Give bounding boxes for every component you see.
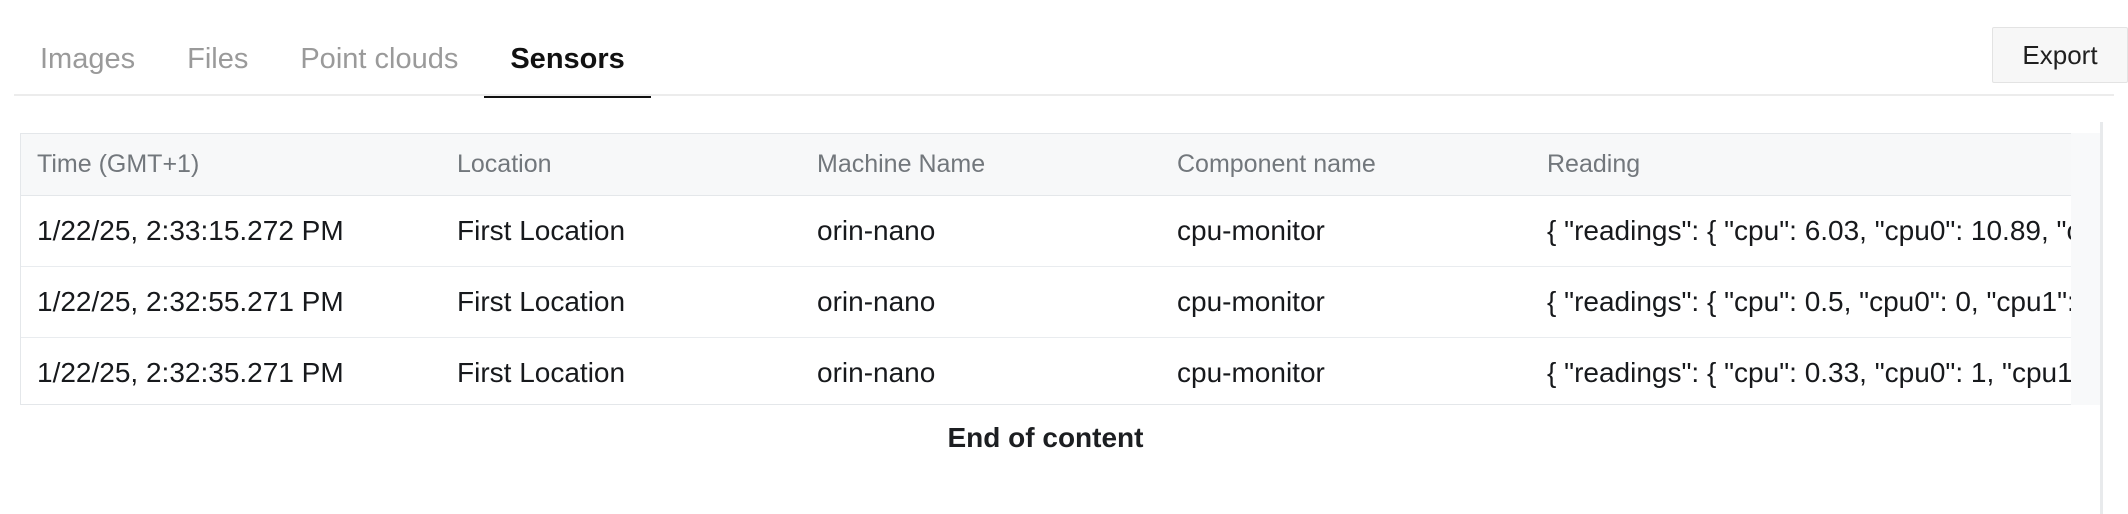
column-header-component-name[interactable]: Component name xyxy=(1161,134,1531,196)
cell-machine-name: orin-nano xyxy=(817,357,936,389)
cell-time: 1/22/25, 2:33:15.272 PM xyxy=(21,195,441,267)
table-row[interactable]: 1/22/25, 2:33:15.272 PM First Location o… xyxy=(21,195,2071,267)
tab-files[interactable]: Files xyxy=(161,42,274,98)
column-header-time[interactable]: Time (GMT+1) xyxy=(21,134,441,196)
tab-bar-divider xyxy=(14,94,2114,96)
export-button[interactable]: Export xyxy=(1992,27,2128,83)
cell-time: 1/22/25, 2:32:55.271 PM xyxy=(21,266,441,338)
cell-machine-name: orin-nano xyxy=(801,266,1161,338)
table-row[interactable]: 1/22/25, 2:32:35.271 PM First Location o… xyxy=(21,338,2071,405)
tab-list: Images Files Point clouds Sensors xyxy=(14,22,652,98)
cell-location: First Location xyxy=(441,195,801,267)
cell-machine-name: orin-nano xyxy=(801,195,1161,267)
table-scroll-gutter[interactable] xyxy=(2071,133,2100,405)
tab-point-clouds[interactable]: Point clouds xyxy=(274,42,484,98)
column-header-reading[interactable]: Reading xyxy=(1531,134,2071,196)
cell-reading: { "readings": { "cpu": 0.5, "cpu0": 0, "… xyxy=(1531,266,2071,338)
table-row[interactable]: 1/22/25, 2:32:55.271 PM First Location o… xyxy=(21,266,2071,338)
sensors-table: Time (GMT+1) Location Machine Name Compo… xyxy=(21,134,2071,405)
cell-location: First Location xyxy=(457,357,626,389)
tab-sensors[interactable]: Sensors xyxy=(484,42,652,98)
tab-bar: Images Files Point clouds Sensors xyxy=(0,0,2128,98)
cell-reading: { "readings": { "cpu": 0.33, "cpu0": 1, … xyxy=(1547,357,2071,389)
end-of-content-label: End of content xyxy=(947,422,1144,453)
cell-component-name: cpu-monitor xyxy=(1161,266,1531,338)
table-header: Time (GMT+1) Location Machine Name Compo… xyxy=(21,134,2071,196)
table-header-row: Time (GMT+1) Location Machine Name Compo… xyxy=(21,134,2071,196)
right-edge-divider xyxy=(2100,122,2103,514)
cell-location: First Location xyxy=(441,266,801,338)
cell-reading: { "readings": { "cpu": 6.03, "cpu0": 10.… xyxy=(1531,195,2071,267)
sensors-table-container: Time (GMT+1) Location Machine Name Compo… xyxy=(20,133,2071,405)
cell-component-name: cpu-monitor xyxy=(1177,357,1325,389)
table-body: 1/22/25, 2:33:15.272 PM First Location o… xyxy=(21,195,2071,405)
tab-images[interactable]: Images xyxy=(14,42,161,98)
cell-component-name: cpu-monitor xyxy=(1161,195,1531,267)
cell-time: 1/22/25, 2:32:35.271 PM xyxy=(37,357,344,389)
column-header-machine-name[interactable]: Machine Name xyxy=(801,134,1161,196)
column-header-location[interactable]: Location xyxy=(441,134,801,196)
